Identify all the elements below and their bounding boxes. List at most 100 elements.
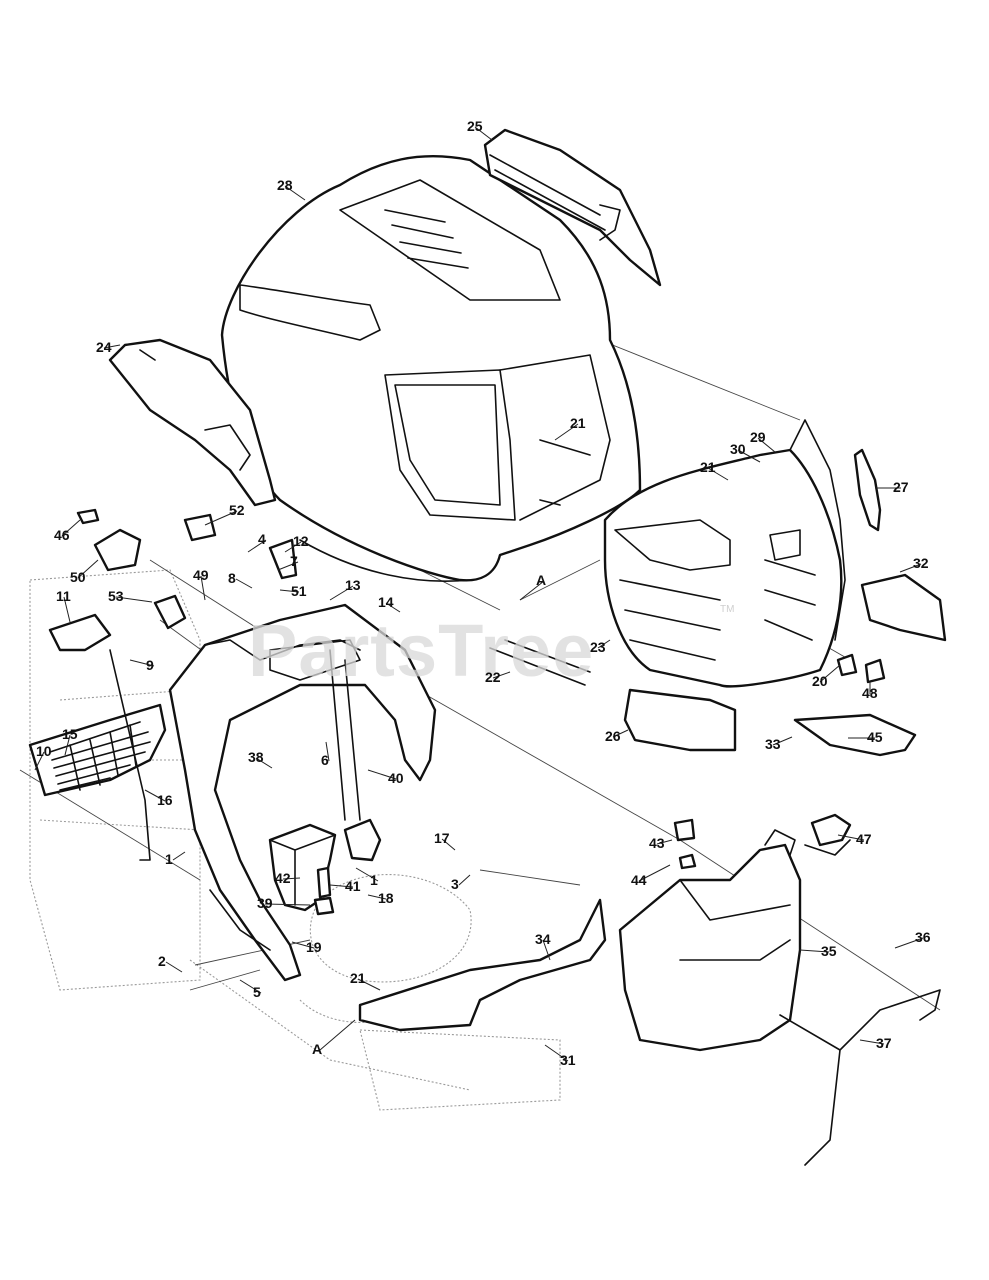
leader-cA1: [519, 580, 545, 601]
callout-c19: 19: [306, 939, 322, 955]
callout-c34: 34: [535, 931, 551, 947]
callout-c21b: 21: [700, 459, 716, 475]
headlight-socket-20: [836, 653, 858, 677]
leader-c24: [103, 344, 121, 349]
rear-trim-panel: [483, 128, 662, 287]
callout-cA1: A: [536, 572, 546, 588]
callout-c44: 44: [631, 872, 647, 888]
callout-c6: 6: [321, 752, 329, 768]
callout-c45: 45: [867, 729, 883, 745]
switch-53: [153, 594, 187, 630]
callout-c33: 33: [765, 736, 781, 752]
callout-c1a: 1: [165, 851, 173, 867]
side-screen: [28, 703, 167, 797]
callout-c35: 35: [821, 943, 837, 959]
hood: [220, 154, 642, 582]
callout-c43: 43: [649, 835, 665, 851]
leader-c39: [264, 903, 311, 906]
leader-c31: [544, 1044, 569, 1062]
fuel-cap-45: [810, 813, 852, 847]
chassis-outline: [29, 569, 561, 1111]
leader-c8: [235, 578, 253, 589]
leader-c26: [612, 729, 629, 738]
ignition-switch: [343, 818, 382, 862]
callout-c12: 12: [293, 533, 309, 549]
leader-c3: [458, 874, 471, 886]
callout-c16: 16: [157, 792, 173, 808]
headlight-lens: [853, 448, 882, 532]
callout-c32: 32: [913, 555, 929, 571]
leader-c36: [894, 937, 924, 949]
callout-c52: 52: [229, 502, 245, 518]
callout-c14: 14: [378, 594, 394, 610]
dash-bracket-11: [48, 613, 112, 652]
watermark-trademark: TM: [720, 604, 734, 615]
front-grille: [603, 419, 846, 688]
gasket-47: [804, 839, 851, 856]
leader-c6: [325, 741, 330, 762]
callout-c38: 38: [248, 749, 264, 765]
leader-c15: [64, 734, 71, 756]
dash-frame: [168, 603, 437, 982]
trim-piece-32: [860, 573, 947, 642]
leader-cA2: [319, 1019, 356, 1051]
leader-c5: [239, 979, 262, 994]
callout-c26: 26: [605, 728, 621, 744]
side-panel-left: [108, 338, 277, 507]
callout-c42: 42: [275, 870, 291, 886]
callout-c5: 5: [253, 984, 261, 1000]
leader-lines: [34, 126, 924, 1062]
callout-c28: 28: [277, 177, 293, 193]
fuel-line-37: [779, 989, 941, 1166]
leader-c4: [247, 539, 267, 553]
callout-c46: 46: [54, 527, 70, 543]
leader-c16: [144, 789, 166, 802]
watermark: PartsTree: [248, 609, 594, 692]
switch-50: [93, 528, 142, 572]
leader-c18: [367, 894, 387, 900]
callout-c18: 18: [378, 890, 394, 906]
callout-c21a: 21: [570, 415, 586, 431]
leader-c30: [737, 449, 761, 463]
callout-c29: 29: [750, 429, 766, 445]
leader-c17: [441, 838, 456, 851]
callout-c24: 24: [96, 339, 112, 355]
leader-c40: [367, 769, 397, 780]
fuel-tank: [618, 829, 802, 1052]
callout-c36: 36: [915, 929, 931, 945]
callout-c22: 22: [485, 669, 501, 685]
callout-c23: 23: [590, 639, 606, 655]
bulb-48: [864, 658, 886, 684]
callout-c47: 47: [856, 831, 872, 847]
leader-c21c: [357, 978, 381, 991]
washer-44: [678, 853, 697, 870]
callout-c25: 25: [467, 118, 483, 134]
callout-c31: 31: [560, 1052, 576, 1068]
callout-cA2: A: [312, 1041, 322, 1057]
clip-46: [76, 508, 100, 525]
callout-c41: 41: [345, 878, 361, 894]
callout-c17: 17: [434, 830, 450, 846]
leader-c42: [282, 877, 301, 880]
callout-c39: 39: [257, 895, 273, 911]
leader-c43: [656, 839, 673, 845]
leader-c9: [129, 659, 155, 667]
spacer-42: [316, 866, 332, 899]
leader-c21a: [554, 423, 579, 441]
callout-c50: 50: [70, 569, 86, 585]
leader-c37: [859, 1039, 885, 1045]
leader-c25: [474, 126, 493, 141]
leader-c51: [279, 589, 300, 593]
switch-52: [183, 513, 217, 542]
grille-insert-26: [623, 688, 737, 752]
leader-c53: [115, 596, 153, 603]
leader-c29: [757, 437, 776, 453]
callout-c40: 40: [388, 770, 404, 786]
grommet-43: [673, 818, 696, 842]
rod-16: [109, 649, 151, 861]
callout-c1b: 1: [370, 872, 378, 888]
callout-c37: 37: [876, 1035, 892, 1051]
callout-c15: 15: [62, 726, 78, 742]
